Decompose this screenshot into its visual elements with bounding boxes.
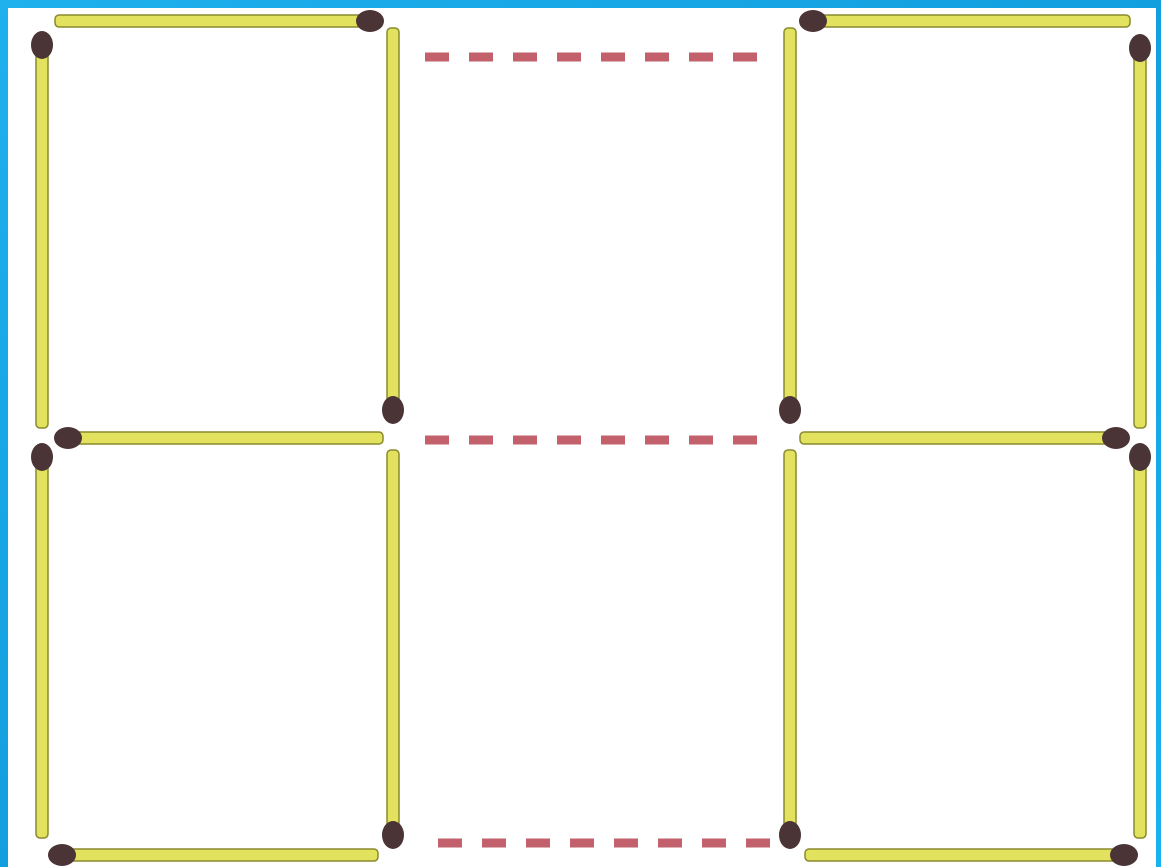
matchstick-body bbox=[1134, 48, 1146, 428]
matchstick-head bbox=[382, 396, 404, 424]
matchstick-body bbox=[805, 849, 1124, 861]
matchstick-body bbox=[784, 28, 796, 410]
matchstick-5[interactable] bbox=[31, 443, 53, 838]
matchstick-1[interactable] bbox=[55, 10, 384, 32]
matchstick-head bbox=[1110, 844, 1138, 866]
matchstick-6[interactable] bbox=[382, 450, 404, 849]
matchstick-head bbox=[54, 427, 82, 449]
matchstick-head bbox=[48, 844, 76, 866]
matchstick-body bbox=[36, 45, 48, 428]
matchstick-9[interactable] bbox=[1129, 34, 1151, 428]
matchstick-7[interactable] bbox=[48, 844, 378, 866]
matchstick-head bbox=[779, 821, 801, 849]
matchstick-13[interactable] bbox=[779, 450, 801, 849]
matchstick-2[interactable] bbox=[31, 31, 53, 428]
matchstick-head bbox=[1129, 443, 1151, 471]
matchstick-body bbox=[62, 849, 378, 861]
matchstick-head bbox=[779, 396, 801, 424]
matchstick-14[interactable] bbox=[805, 844, 1138, 866]
matchstick-body bbox=[55, 15, 370, 27]
matchstick-body bbox=[784, 450, 796, 835]
matchstick-body bbox=[36, 457, 48, 838]
matchstick-body bbox=[387, 450, 399, 835]
matchstick-head bbox=[31, 443, 53, 471]
matchstick-4[interactable] bbox=[54, 427, 383, 449]
matchstick-body bbox=[1134, 457, 1146, 838]
matchstick-10[interactable] bbox=[779, 28, 801, 424]
matchstick-body bbox=[68, 432, 383, 444]
matchstick-head bbox=[31, 31, 53, 59]
matchstick-body bbox=[800, 432, 1116, 444]
matchstick-11[interactable] bbox=[800, 427, 1130, 449]
matchstick-head bbox=[382, 821, 404, 849]
matchstick-head bbox=[799, 10, 827, 32]
matchstick-head bbox=[1102, 427, 1130, 449]
matchstick-head bbox=[356, 10, 384, 32]
matchstick-8[interactable] bbox=[799, 10, 1130, 32]
matchstick-12[interactable] bbox=[1129, 443, 1151, 838]
matchstick-body bbox=[813, 15, 1130, 27]
matchstick-body bbox=[387, 28, 399, 410]
matchstick-head bbox=[1129, 34, 1151, 62]
matchstick-3[interactable] bbox=[382, 28, 404, 424]
